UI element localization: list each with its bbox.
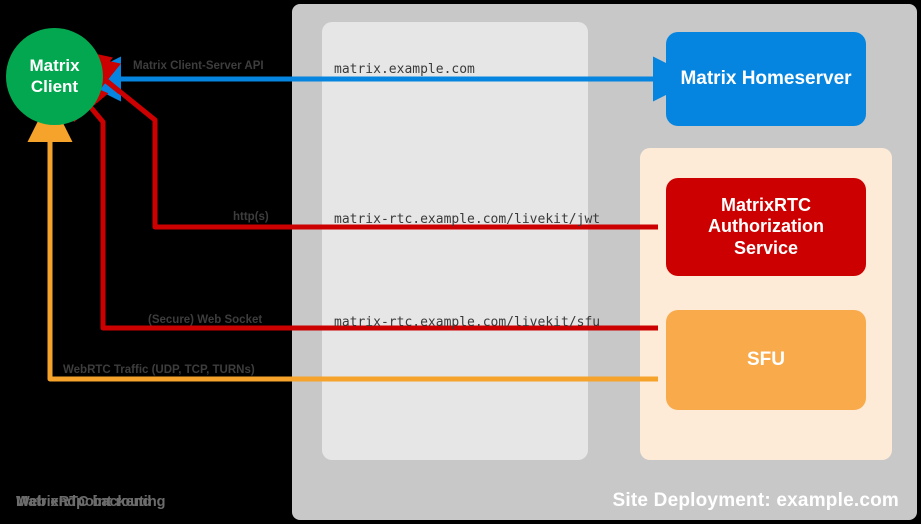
node-auth-line3: Service: [733, 237, 799, 258]
edge-label-client-server-api: Matrix Client-Server API: [133, 60, 264, 72]
node-auth-line2: Authorization: [708, 216, 824, 237]
edge-label-web-socket: (Secure) Web Socket: [148, 314, 263, 326]
edge-label-webrtc: WebRTC Traffic (UDP, TCP, TURNs): [63, 364, 255, 376]
node-matrixrtc-authorization-service[interactable]: MatrixRTC Authorization Service: [666, 178, 866, 276]
node-matrix-client[interactable]: Matrix Client: [6, 28, 103, 125]
node-matrix-homeserver-label: Matrix Homeserver: [680, 67, 852, 89]
routing-endpoint-matrix-domain: matrix.example.com: [334, 62, 475, 77]
matrixrtc-backend-label: MatrixRTC backend: [16, 494, 152, 510]
node-matrix-homeserver[interactable]: Matrix Homeserver: [666, 32, 866, 126]
node-sfu[interactable]: SFU: [666, 310, 866, 410]
site-deployment-label: Site Deployment: example.com: [612, 490, 899, 511]
routing-endpoint-sfu: matrix-rtc.example.com/livekit/sfu: [334, 315, 601, 330]
node-matrix-client-line2: Client: [30, 76, 79, 96]
node-auth-line1: MatrixRTC: [720, 195, 811, 216]
edge-label-https: http(s): [233, 211, 269, 223]
web-endpoint-routing-label: Web endpoint routing: [16, 494, 166, 510]
node-matrix-client-line1: Matrix: [29, 56, 80, 76]
web-endpoint-routing-container: [322, 22, 588, 460]
node-sfu-label: SFU: [747, 348, 785, 370]
routing-endpoint-jwt: matrix-rtc.example.com/livekit/jwt: [334, 212, 601, 227]
